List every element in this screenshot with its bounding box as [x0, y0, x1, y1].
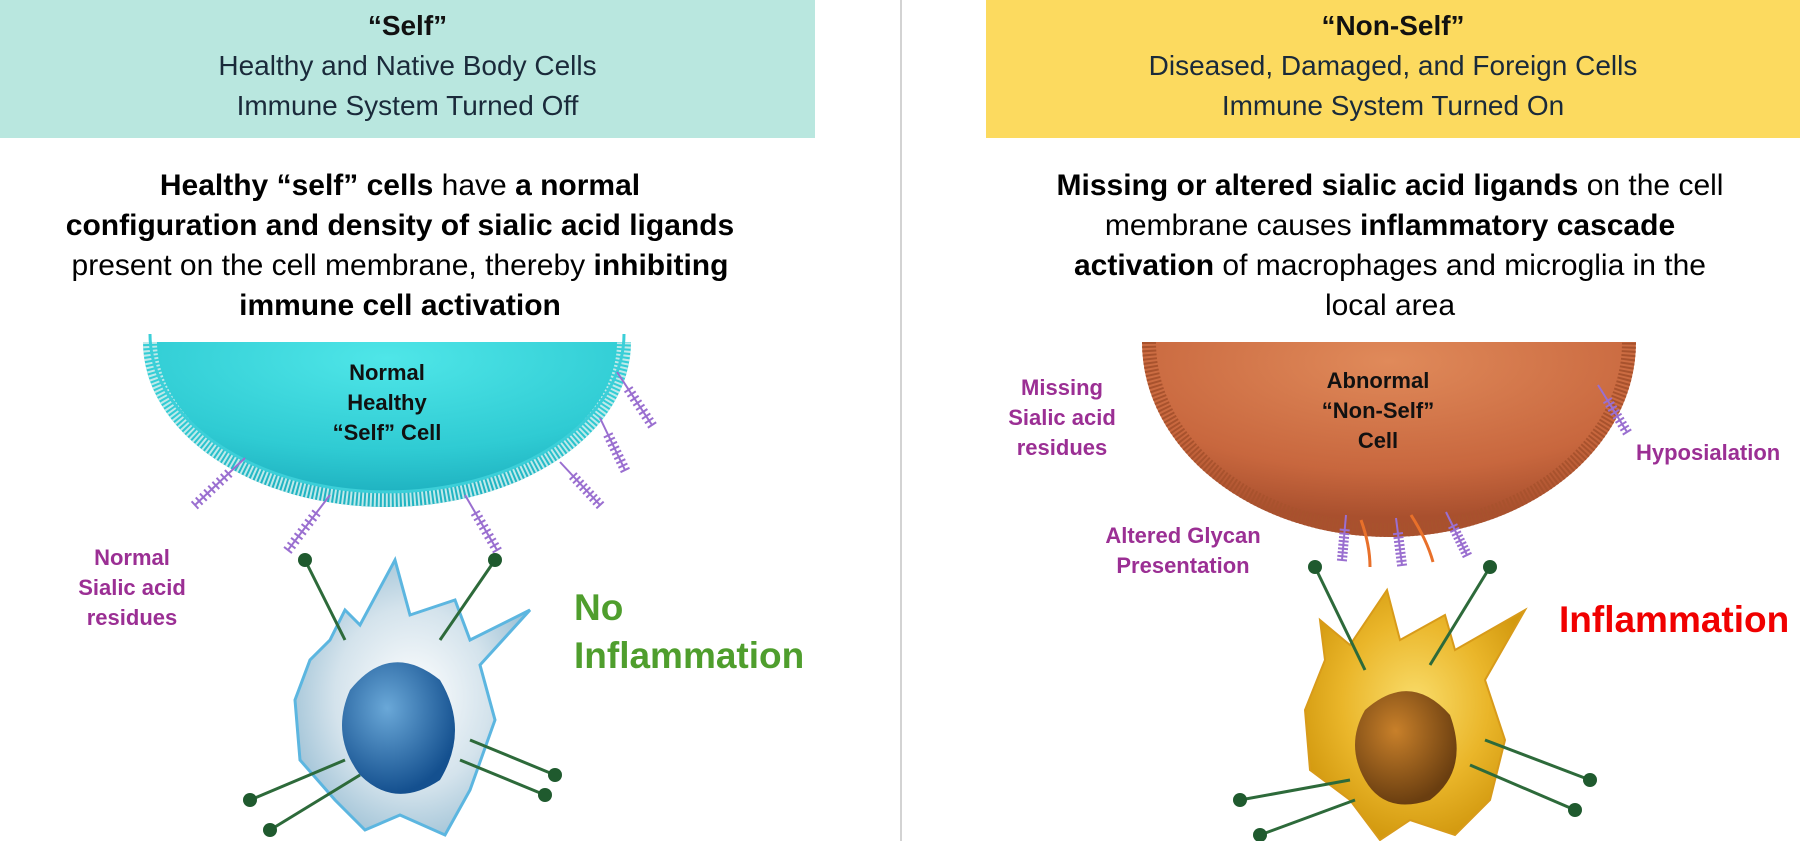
receptor	[1308, 560, 1367, 671]
sialic-acid-chain	[283, 494, 331, 554]
self-header-title: “Self”	[367, 10, 448, 41]
receptor	[1428, 560, 1497, 666]
desc-segment: local area	[1324, 289, 1456, 322]
receptor	[243, 758, 346, 807]
no-inflammation-label: No Inflammation	[574, 584, 804, 680]
self-cell-label-line: Healthy	[347, 390, 427, 415]
self-description: Healthy “self” cells have a normal confi…	[20, 166, 780, 326]
inflammation-label: Inflammation	[1559, 599, 1790, 640]
label-line: Normal	[94, 545, 170, 570]
nonself-header: “Non-Self” Diseased, Damaged, and Foreig…	[986, 0, 1800, 138]
desc-segment: Missing or altered sialic acid ligands	[1056, 169, 1579, 202]
receptor	[459, 758, 552, 802]
sialic-acid-chain	[1336, 514, 1350, 562]
nonself-cell-label-line: “Non-Self”	[1321, 398, 1435, 423]
hyposialation-label: Hyposialation	[1636, 440, 1781, 465]
desc-segment: a normal	[515, 169, 641, 202]
receptor	[1233, 778, 1351, 807]
sialic-acid-chains	[190, 371, 1632, 567]
sialic-acid-chain	[1597, 384, 1632, 436]
desc-segment: have	[433, 169, 516, 202]
label-line: residues	[86, 605, 178, 630]
sialic-acid-chain	[1445, 511, 1472, 559]
receptor	[1484, 738, 1597, 787]
normal-residues-label: Normal Sialic acid residues	[72, 543, 192, 633]
nonself-description: Missing or altered sialic acid ligands o…	[1010, 166, 1770, 326]
missing-residues-label: Missing Sialic acid residues	[997, 373, 1127, 463]
nonself-cell-label: Abnormal “Non-Self” Cell	[1318, 366, 1438, 456]
label-line: No	[574, 587, 624, 628]
desc-segment: of macrophages and microglia in the	[1214, 249, 1706, 282]
altered-glycan	[1359, 519, 1372, 568]
desc-segment: inflammatory cascade	[1359, 209, 1676, 242]
desc-segment: Healthy “self” cells	[159, 169, 434, 202]
sialic-acid-chain	[464, 494, 502, 554]
receptor	[298, 553, 347, 641]
self-header-line1: Healthy and Native Body Cells	[218, 50, 597, 81]
label-line: residues	[1016, 435, 1108, 460]
self-header-line2: Immune System Turned Off	[236, 90, 579, 121]
nonself-header-line1: Diseased, Damaged, and Foreign Cells	[1148, 50, 1638, 81]
desc-segment: present on the cell membrane, thereby	[71, 249, 594, 282]
altered-glycan	[1409, 514, 1435, 563]
desc-segment: activation	[1074, 249, 1215, 282]
receptor	[469, 738, 562, 782]
self-header: “Self” Healthy and Native Body Cells Imm…	[0, 0, 815, 138]
label-line: Sialic acid	[1008, 405, 1116, 430]
desc-segment: membrane causes	[1104, 209, 1360, 242]
self-cell	[143, 333, 631, 507]
label-line: Inflammation	[574, 635, 805, 676]
self-cell-label-line: Normal	[349, 360, 425, 385]
label-line: Missing	[1021, 375, 1103, 400]
nonself-cell	[1142, 341, 1636, 537]
label-line: Sialic acid	[78, 575, 186, 600]
nonself-header-title: “Non-Self”	[1321, 10, 1465, 41]
self-cell-label-line: “Self” Cell	[332, 420, 442, 445]
altered-glycan-label: Altered Glycan Presentation	[1098, 521, 1268, 581]
sialic-acid-chain	[190, 457, 246, 510]
receptor	[1469, 763, 1582, 817]
desc-segment: configuration and density of sialic acid…	[65, 209, 735, 242]
siglec-receptors	[243, 553, 1597, 841]
activated-macrophage	[1303, 587, 1528, 841]
nonself-cell-label-line: Abnormal	[1326, 368, 1430, 393]
panel-divider	[900, 0, 902, 841]
label-line: Presentation	[1116, 553, 1250, 578]
label-line: Altered Glycan	[1105, 523, 1261, 548]
desc-segment: on the cell	[1578, 169, 1724, 202]
receptor	[263, 773, 361, 837]
sialic-acid-chain	[1392, 517, 1408, 567]
nonself-header-line2: Immune System Turned On	[1221, 90, 1565, 121]
sialic-acid-chain	[616, 371, 657, 429]
receptor	[1253, 798, 1356, 841]
altered-glycans	[1359, 514, 1435, 568]
nonself-cell-label-line: Cell	[1357, 428, 1399, 453]
receptor	[438, 553, 502, 641]
desc-segment: inhibiting	[593, 249, 729, 282]
sialic-acid-chain	[559, 461, 605, 510]
self-cell-label: Normal Healthy “Self” Cell	[327, 358, 447, 448]
sialic-acid-chain	[599, 417, 630, 474]
desc-segment: immune cell activation	[239, 289, 561, 322]
